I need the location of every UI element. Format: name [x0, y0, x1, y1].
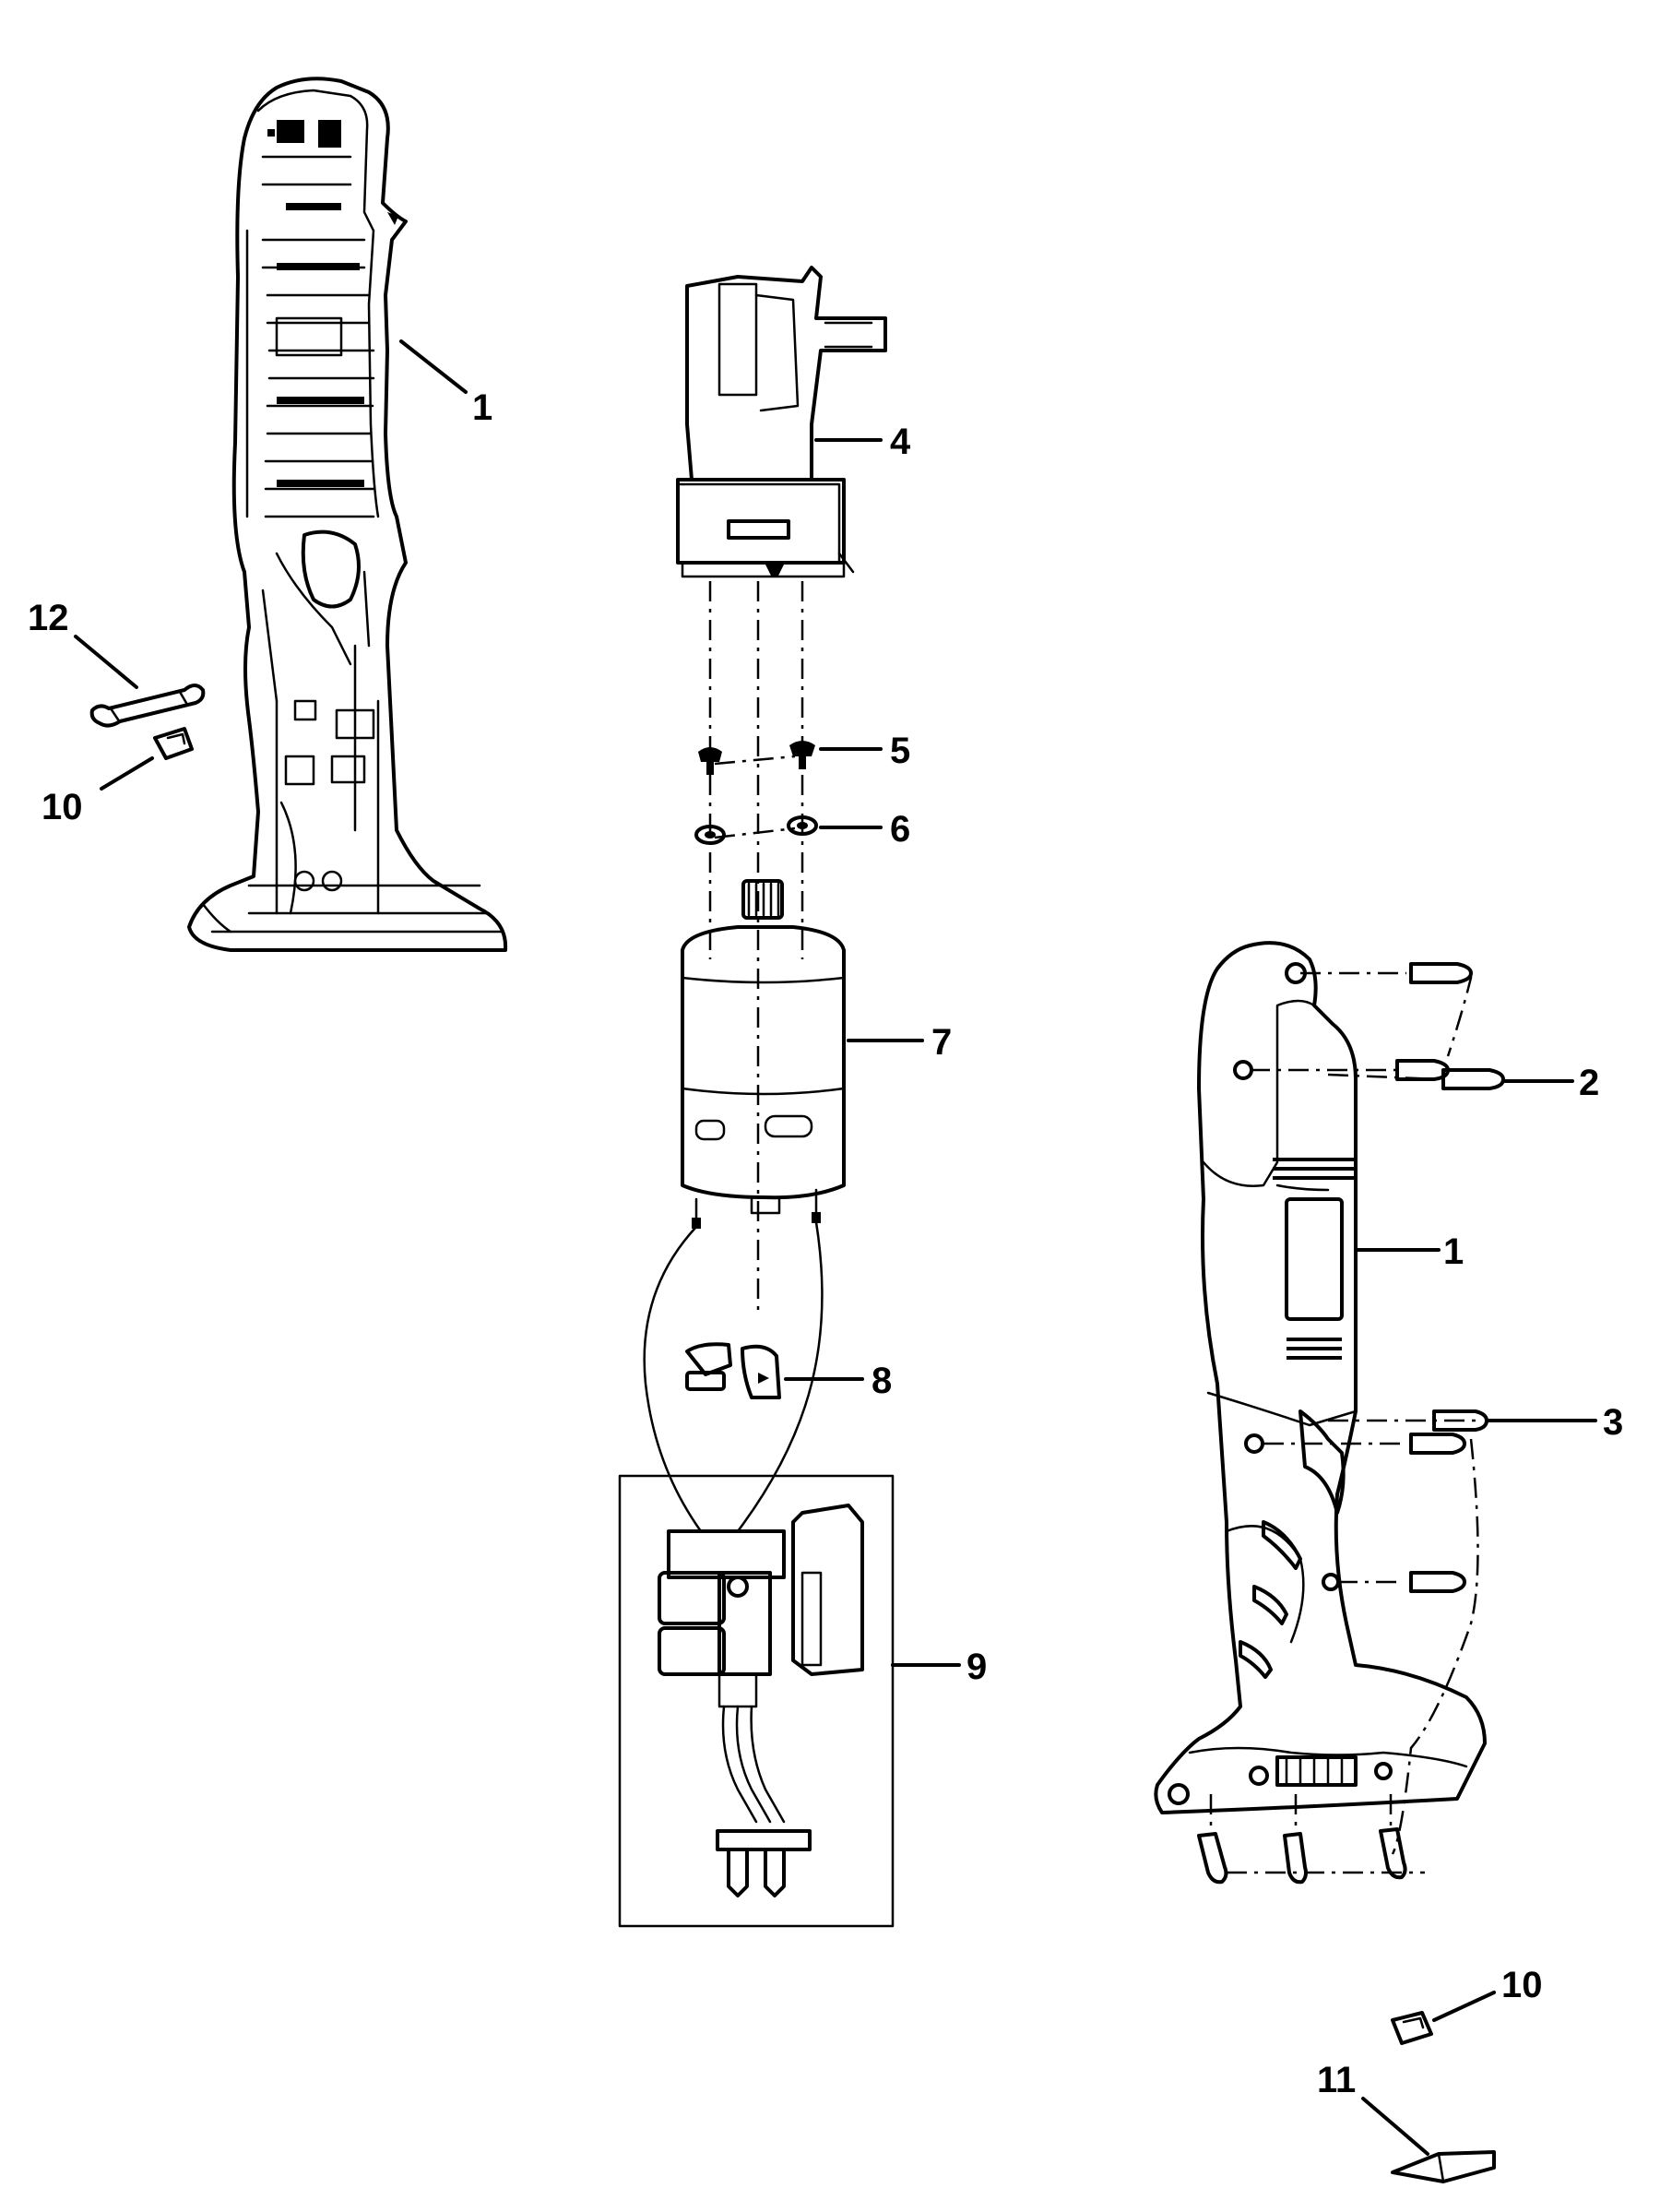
callout-housing-right: 1 [1443, 1231, 1464, 1272]
pin-part-12 [89, 684, 206, 728]
leader-clip-10-right [1432, 1991, 1496, 2022]
clip-part-10-left [153, 727, 194, 760]
motor-part-7 [681, 879, 846, 1229]
gearbox-assembly [676, 266, 887, 578]
switch-module-part-9 [618, 1474, 895, 1928]
washer-pair-link [714, 827, 796, 839]
callout-switch-8: 8 [872, 1361, 892, 1401]
leader-clip-10-left [100, 756, 154, 791]
motor-wire-left [643, 1225, 703, 1533]
right-assembled-tool [1154, 941, 1487, 1814]
callout-pin-12: 12 [28, 598, 69, 638]
leader-bit-11 [1361, 2097, 1429, 2156]
screw-pair-link [714, 755, 796, 766]
bit-part-11 [1391, 2150, 1496, 2183]
callout-washer-6: 6 [890, 809, 910, 850]
screw-part-5 [698, 741, 815, 775]
callout-clip-10-right: 10 [1501, 1965, 1543, 2005]
clip-part-10-right [1391, 2011, 1433, 2045]
right-tool-screws [1197, 962, 1505, 1885]
callout-screw-3: 3 [1603, 1402, 1623, 1443]
motor-wire-right [736, 1220, 824, 1533]
callout-screw-5: 5 [890, 731, 910, 771]
washer-part-6 [694, 815, 818, 845]
switch-module-frame [618, 1474, 895, 1928]
left-housing-half [187, 77, 508, 952]
callout-housing-left: 1 [472, 387, 492, 428]
switch-trigger-part-8 [685, 1342, 781, 1399]
callout-motor-7: 7 [931, 1022, 952, 1063]
leader-pin-12 [74, 635, 138, 689]
callout-screw-2: 2 [1579, 1063, 1599, 1103]
leader-housing-left [399, 339, 468, 394]
callout-clip-10-left: 10 [42, 787, 83, 827]
callout-gearbox: 4 [890, 422, 911, 462]
callout-switch-module-9: 9 [966, 1647, 987, 1687]
callout-bit-11: 11 [1317, 2060, 1356, 2100]
